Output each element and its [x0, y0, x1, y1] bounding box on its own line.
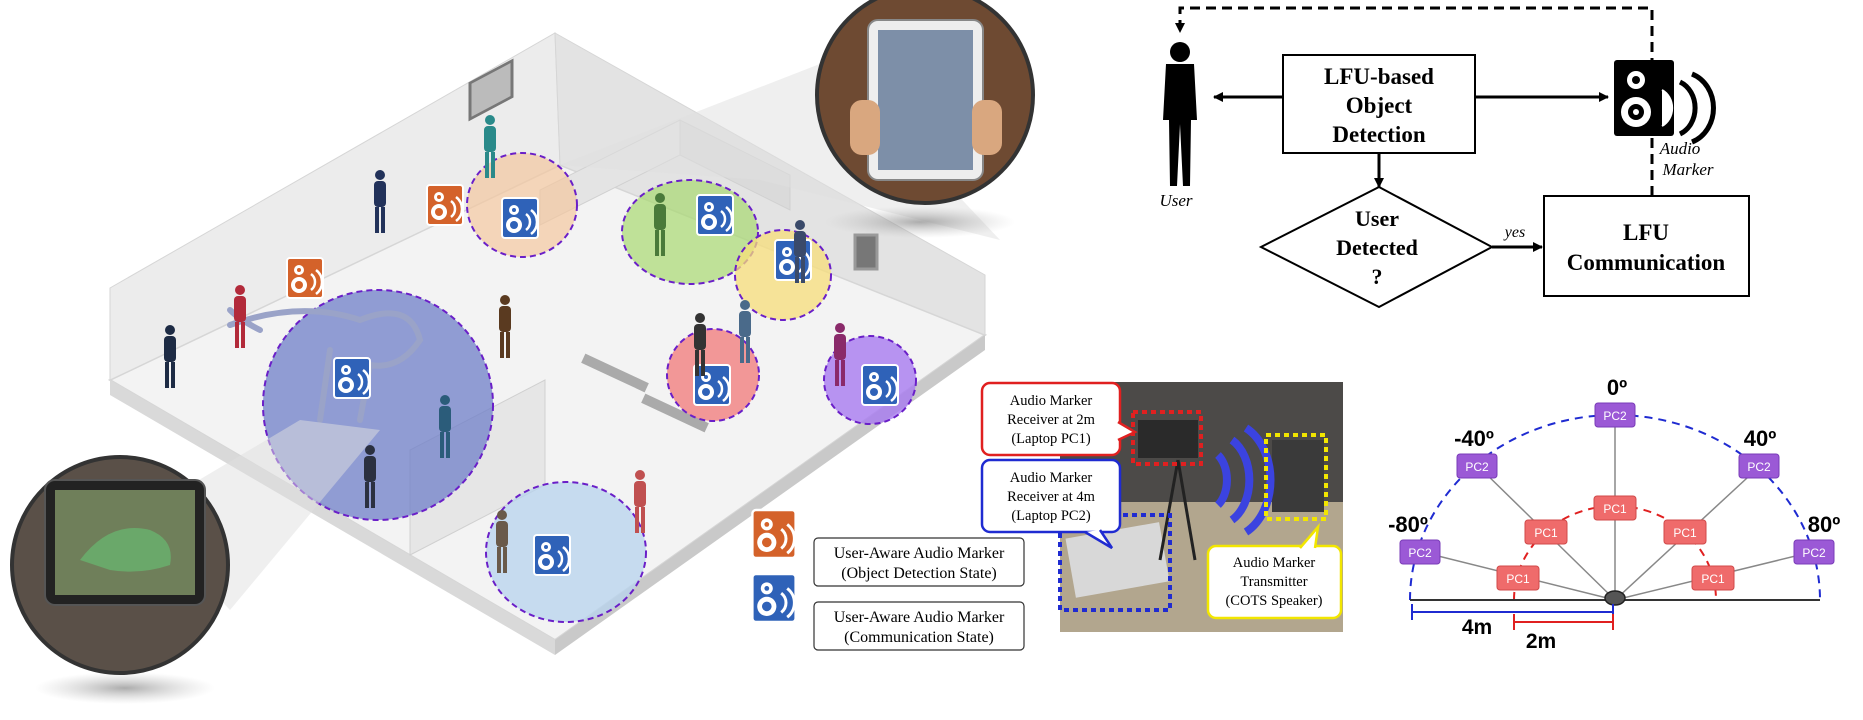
detection-label-line1: LFU-based — [1324, 64, 1434, 89]
audio-marker-blue-icon — [692, 363, 732, 407]
sound-wave-icon — [1243, 424, 1275, 536]
wall-portrait — [853, 233, 879, 271]
flowchart: User LFU-based Object Detection Audio Ma… — [1159, 6, 1750, 309]
communication-label-line1: LFU — [1623, 220, 1669, 245]
inset-shadow — [825, 206, 1015, 238]
distance-4m-label: 4m — [1462, 616, 1492, 639]
laptop-pc1 — [1138, 420, 1198, 458]
experiment-photo: Audio Marker Receiver at 2m (Laptop PC1)… — [980, 381, 1343, 632]
angle-label-m80: -80º — [1388, 512, 1428, 537]
audio-marker-blue-icon — [332, 356, 372, 400]
tablet-screen — [878, 30, 973, 170]
museum-floor-edge — [110, 380, 555, 655]
yes-label: yes — [1503, 224, 1525, 241]
hand-right — [972, 100, 1002, 155]
pc2-label-0: PC2 — [1603, 409, 1627, 423]
distance-2m-label: 2m — [1526, 630, 1556, 653]
pc1-label-m80: PC1 — [1506, 572, 1530, 586]
pc2-markers: PC2 PC2 PC2 PC2 PC2 — [1399, 402, 1835, 565]
pc1-label-40: PC1 — [1673, 526, 1697, 540]
bench — [581, 353, 649, 393]
wall-painting — [468, 58, 514, 122]
laptop-pc2 — [1065, 522, 1170, 598]
angle-label-0: 0º — [1607, 375, 1627, 400]
museum-illustration — [10, 0, 1035, 704]
audio-marker-orange-icon — [425, 183, 465, 227]
legend-box-communication — [813, 601, 1025, 651]
pc2-label-80: PC2 — [1802, 546, 1826, 560]
callout-receiver-2m-line1: Audio Marker — [1010, 393, 1093, 409]
legend: User-Aware Audio Marker (Object Detectio… — [750, 508, 1025, 651]
callout-receiver-4m: Audio Marker Receiver at 4m (Laptop PC2) — [980, 458, 1122, 550]
callout-receiver-2m-line2: Receiver at 2m — [1007, 412, 1095, 428]
pc1-label-0: PC1 — [1603, 502, 1627, 516]
marker-label-line1: Audio — [1659, 139, 1701, 158]
decision-diamond — [1258, 185, 1495, 309]
angle-label-40: 40º — [1744, 426, 1777, 451]
tripod — [1158, 459, 1180, 561]
audio-marker-blue-icon — [500, 196, 540, 240]
pc1-label-80: PC1 — [1701, 572, 1725, 586]
callout-transmitter-line1: Audio Marker — [1233, 555, 1316, 571]
decision-label-line3: ? — [1372, 264, 1383, 289]
angle-label-m40: -40º — [1454, 426, 1494, 451]
pc2-label-m80: PC2 — [1408, 546, 1432, 560]
transmitter-highlight — [1264, 433, 1328, 521]
dinosaur-ar-model — [80, 528, 171, 572]
legend-blue-marker-icon — [750, 572, 798, 624]
pc1-markers: PC1 PC1 PC1 PC1 PC1 — [1496, 495, 1735, 591]
audio-marker-speaker-icon — [1614, 60, 1716, 145]
pc1-highlight — [1131, 410, 1203, 466]
user-silhouette-icon — [1163, 42, 1197, 186]
legend-communication-line2: (Communication State) — [844, 629, 994, 646]
polar-diagram: PC2 PC2 PC2 PC2 PC2 PC1 PC1 PC1 PC1 PC1 … — [1388, 375, 1840, 653]
hand-left — [850, 100, 880, 155]
detection-label-line3: Detection — [1332, 122, 1425, 147]
pc2-label-40: PC2 — [1747, 460, 1771, 474]
feedback-loop-arrow — [1175, 6, 1654, 196]
legend-detection-line1: User-Aware Audio Marker — [834, 545, 1005, 562]
sound-wave-icon — [1229, 436, 1254, 524]
callout-receiver-4m-line3: (Laptop PC2) — [1011, 508, 1091, 524]
detection-label-line2: Object — [1346, 93, 1413, 118]
legend-box-detection — [813, 537, 1025, 587]
angle-label-80: 80º — [1808, 512, 1841, 537]
center-speaker-icon — [1604, 590, 1626, 606]
sound-wave-icon — [1214, 452, 1231, 508]
callout-transmitter-line2: Transmitter — [1240, 574, 1307, 590]
speaker-laptop — [1272, 440, 1324, 512]
callout-receiver-2m-line3: (Laptop PC1) — [1011, 431, 1091, 447]
audio-marker-blue-icon — [532, 533, 572, 577]
audio-marker-blue-icon — [860, 363, 900, 407]
callout-receiver-2m: Audio Marker Receiver at 2m (Laptop PC1) — [980, 381, 1138, 457]
callout-receiver-4m-line1: Audio Marker — [1010, 470, 1093, 486]
decision-label-line1: User — [1355, 206, 1399, 231]
outer-arc-4m — [1409, 414, 1821, 601]
legend-orange-marker-icon — [750, 508, 798, 560]
callout-transmitter: Audio Marker Transmitter (COTS Speaker) — [1206, 522, 1343, 620]
legend-detection-line2: (Object Detection State) — [841, 565, 997, 582]
audio-marker-blue-icon — [695, 193, 735, 237]
bench — [641, 393, 709, 433]
pc1-label-m40: PC1 — [1534, 526, 1558, 540]
pc2-label-m40: PC2 — [1465, 460, 1489, 474]
inset-shadow — [35, 672, 215, 704]
callout-receiver-4m-line2: Receiver at 4m — [1007, 489, 1095, 505]
marker-label-line2: Marker — [1662, 160, 1714, 179]
tripod — [1176, 459, 1197, 561]
decision-label-line2: Detected — [1336, 235, 1418, 260]
inner-arc-2m — [1513, 505, 1717, 601]
communication-label-line2: Communication — [1567, 250, 1726, 275]
callout-transmitter-line3: (COTS Speaker) — [1225, 593, 1322, 609]
user-label: User — [1159, 191, 1192, 210]
communication-box — [1543, 195, 1750, 297]
audio-marker-orange-icon — [285, 256, 325, 300]
legend-communication-line1: User-Aware Audio Marker — [834, 609, 1005, 626]
